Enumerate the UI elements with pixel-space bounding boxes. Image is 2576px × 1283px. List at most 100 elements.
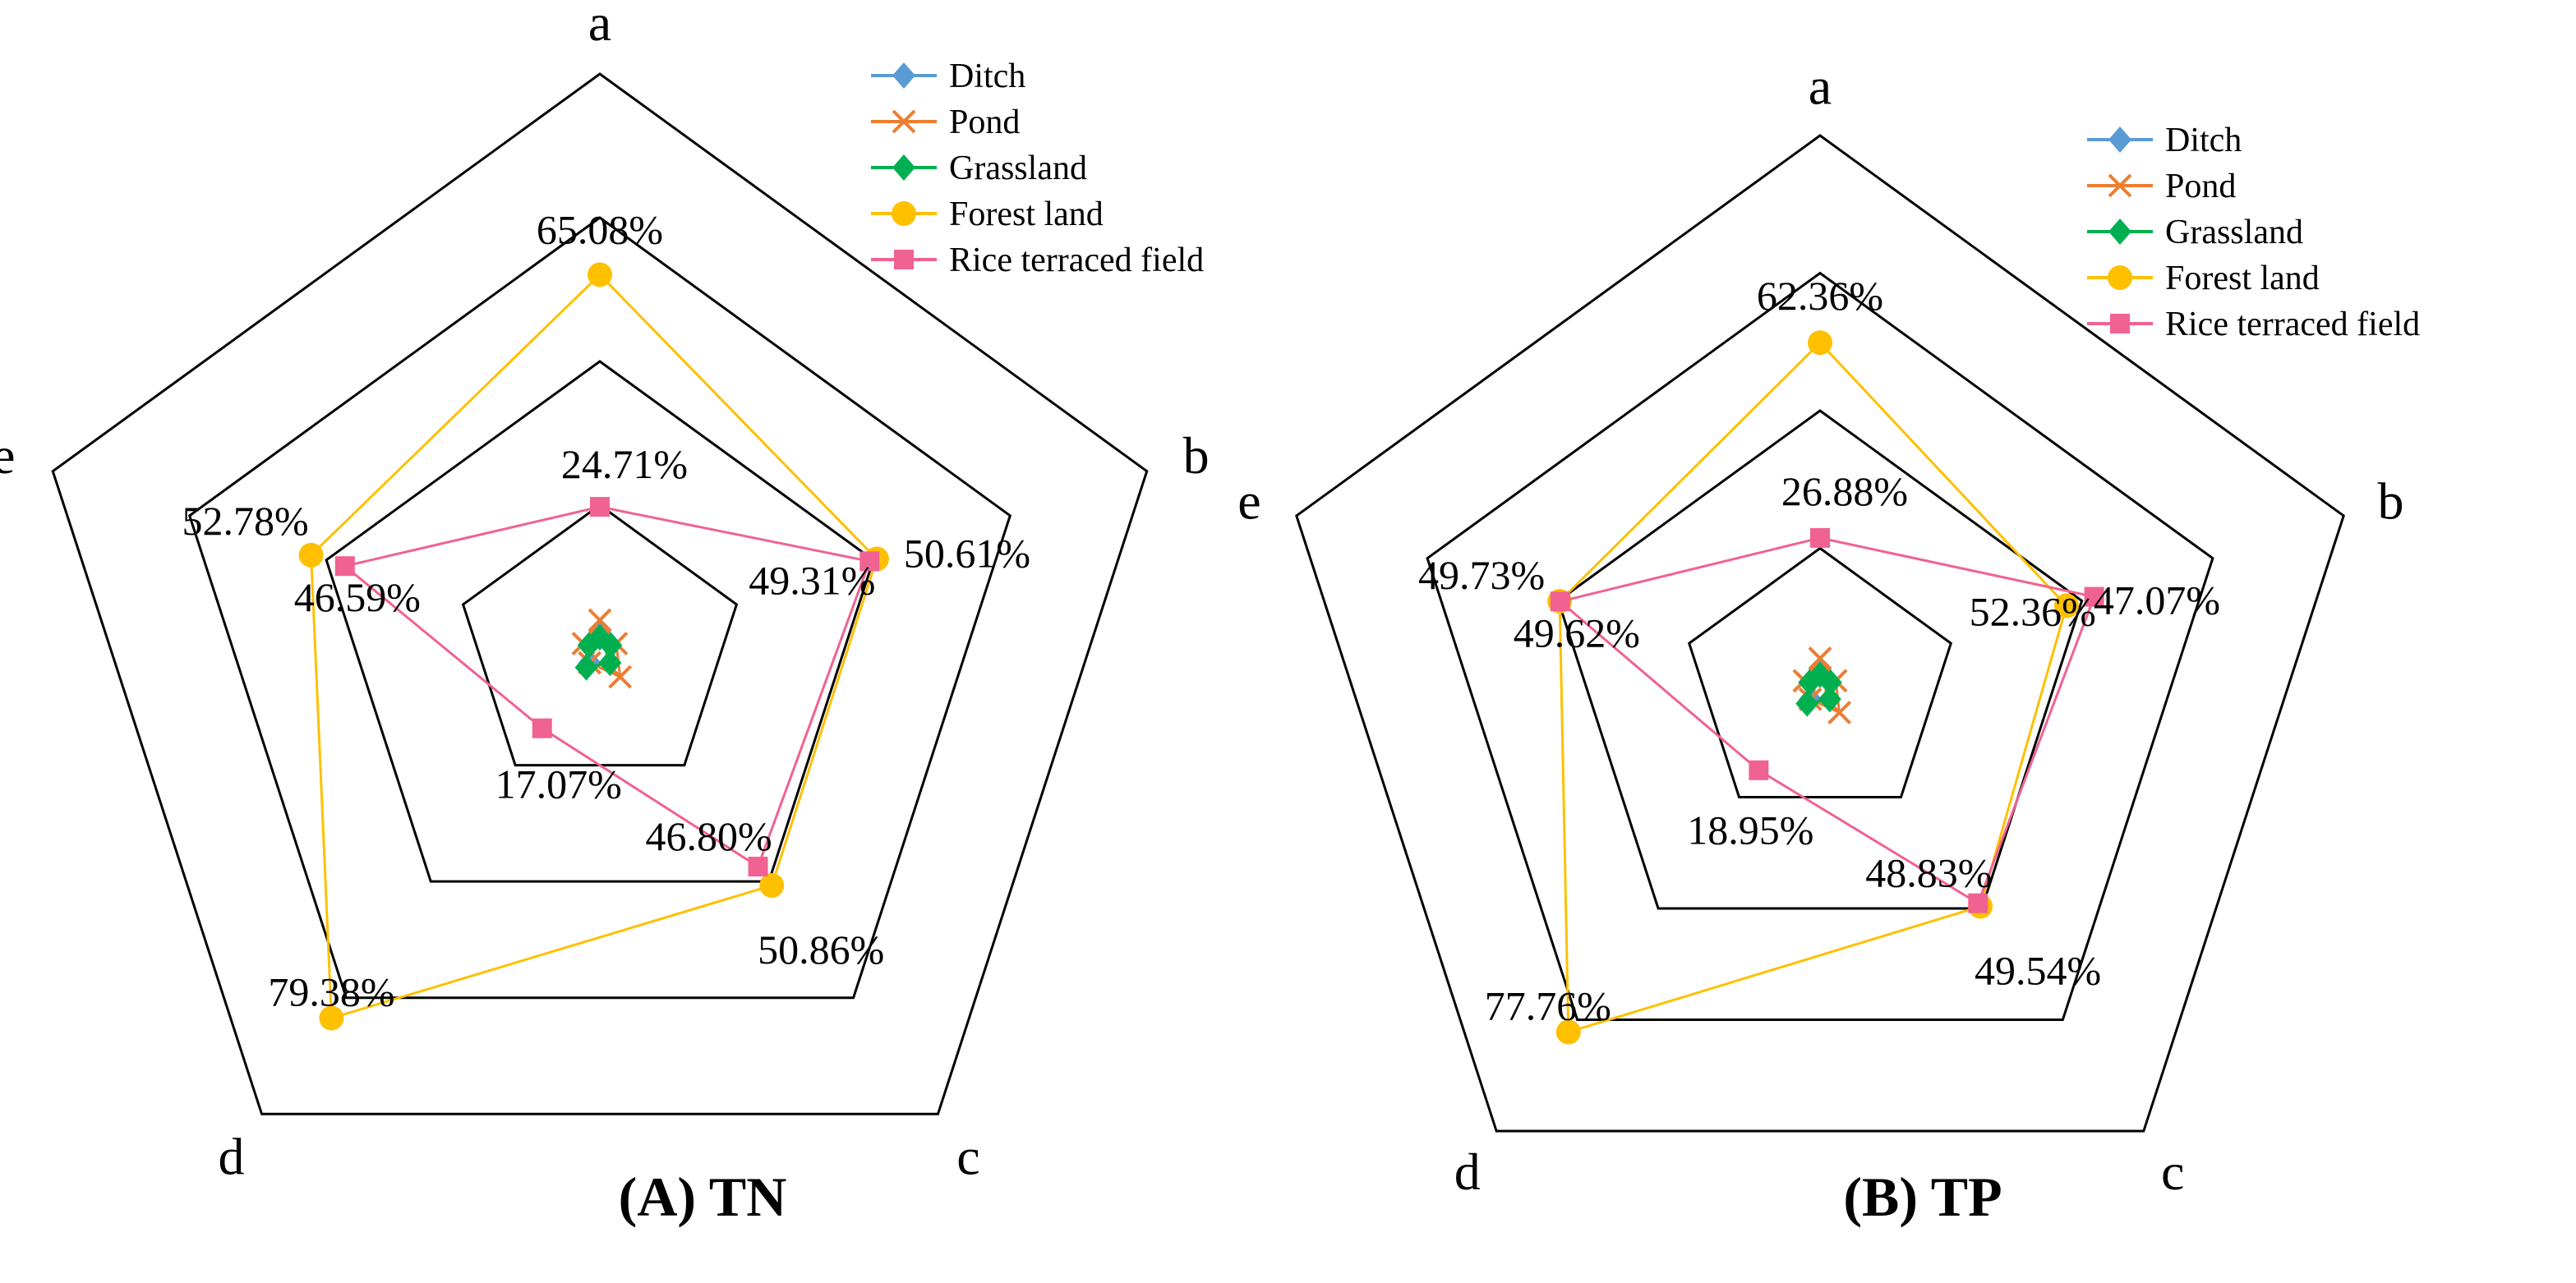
series-line [1558, 341, 2068, 1034]
data-point [1808, 330, 1832, 356]
legend-item: Grassland [871, 149, 1087, 187]
data-point [759, 873, 785, 899]
panel-title: (A) TN [619, 1166, 787, 1228]
legend-label: Pond [949, 103, 1020, 141]
legend-marker [892, 62, 915, 89]
data-point [1968, 893, 1988, 913]
legend-marker [892, 109, 916, 134]
series-line [310, 273, 878, 1020]
legend-label: Rice terraced field [949, 241, 1204, 279]
data-label-rice: 46.80% [645, 813, 772, 859]
axis-label-d: d [219, 1127, 245, 1185]
axis-label-e: e [1237, 471, 1260, 530]
legend-label: Grassland [949, 149, 1087, 187]
legend-item: Ditch [871, 57, 1025, 95]
series-line [1557, 536, 2096, 905]
data-label-rice: 46.59% [294, 574, 421, 620]
data-point [748, 857, 768, 877]
legend-marker [2110, 314, 2130, 333]
axis-label-a: a [588, 0, 611, 52]
data-point [1749, 760, 1769, 780]
data-point [334, 556, 355, 577]
data-label-forest: 62.36% [1757, 273, 1883, 319]
data-label-forest: 50.86% [758, 927, 884, 973]
axis-label-a: a [1809, 57, 1832, 116]
legend-marker [2108, 173, 2132, 198]
data-point [1808, 646, 1832, 670]
data-point [577, 632, 601, 659]
data-label-forest: 79.38% [268, 969, 394, 1015]
data-point [2084, 586, 2104, 607]
data-point [1798, 669, 1822, 696]
axis-label-c: c [2161, 1143, 2184, 1201]
grid-ring [51, 72, 1149, 1115]
axis-label-c: c [956, 1127, 979, 1185]
data-point [588, 262, 612, 287]
legend-label: Pond [2165, 168, 2236, 205]
data-label-rice: 49.31% [749, 557, 875, 603]
legend-marker [894, 250, 914, 269]
radar-panel-tn: a b c d e 65.08% 50.61% 50.86% 79.38% 52.78% 24.71… [0, 0, 1210, 1228]
data-point [1555, 1019, 1581, 1045]
legend-item: Forest land [2087, 260, 2320, 297]
data-label-rice: 52.36% [1970, 589, 2096, 635]
legend-item: Grassland [2087, 214, 2303, 251]
data-label-forest: 50.61% [904, 531, 1030, 577]
data-label-rice: 49.62% [1514, 609, 1640, 655]
data-point [598, 649, 622, 676]
data-point [574, 654, 598, 681]
axis-label-e: e [0, 426, 16, 485]
axis-label-b: b [1183, 426, 1210, 485]
grid-ring [1295, 134, 2345, 1133]
legend-marker [2108, 126, 2131, 153]
panel-title: (B) TP [1843, 1166, 2002, 1228]
data-label-forest: 49.73% [1418, 552, 1545, 598]
legend-label: Forest land [2165, 260, 2320, 297]
data-point [532, 718, 552, 738]
data-label-forest: 65.08% [537, 206, 663, 252]
legend-item: Forest land [871, 195, 1104, 233]
legend-marker [892, 201, 916, 226]
data-point [1818, 686, 1841, 713]
series-rice-terraced-field [1550, 527, 2104, 913]
legend-marker [2108, 218, 2131, 245]
data-point [599, 632, 623, 659]
legend-label: Ditch [949, 57, 1025, 95]
data-point [319, 1005, 344, 1031]
legend-label: Rice terraced field [2165, 306, 2420, 343]
series-rice-terraced-field [334, 497, 880, 877]
grid-ring [1687, 546, 1953, 799]
series-grassland [574, 624, 623, 681]
axis-label-b: b [2378, 471, 2404, 530]
grid-ring [187, 216, 1012, 1000]
legend-item: Ditch [2087, 122, 2242, 159]
grid-ring [1556, 409, 2084, 910]
legend-item: Pond [871, 103, 1020, 141]
legend-label: Ditch [2165, 122, 2242, 159]
legend-item: Pond [2087, 168, 2236, 205]
data-point [2053, 593, 2079, 619]
legend-label: Forest land [949, 195, 1104, 233]
data-point [859, 551, 880, 572]
legend-marker [892, 154, 915, 181]
legend-item: Rice terraced field [2087, 306, 2420, 343]
radar-panel-tp: abcde62.36%47.07%49.54%77.76%49.73%26.88… [1237, 57, 2420, 1228]
data-label-forest: 49.54% [1975, 948, 2101, 994]
data-label-forest: 52.78% [182, 498, 309, 544]
axis-label-d: d [1454, 1143, 1481, 1201]
legend-marker [2108, 265, 2132, 290]
data-label-rice: 26.88% [1781, 468, 1908, 514]
legend-item: Rice terraced field [871, 241, 1204, 279]
legend-label: Grassland [2165, 214, 2303, 251]
grid-ring [325, 360, 875, 883]
data-point [1795, 690, 1819, 717]
data-point [1810, 527, 1830, 548]
data-point [298, 542, 324, 568]
data-label-rice: 24.71% [561, 441, 688, 487]
data-point [1818, 669, 1842, 696]
data-label-rice: 17.07% [495, 761, 622, 807]
data-label-rice: 48.83% [1865, 850, 1992, 896]
grid-ring [1426, 271, 2214, 1022]
